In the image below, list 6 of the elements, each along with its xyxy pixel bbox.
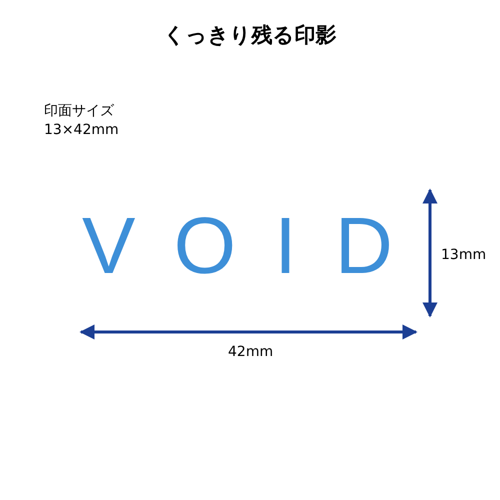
- label: 印面サイズ: [44, 102, 114, 120]
- dimension-label: 13mm: [441, 246, 486, 265]
- title: くっきり残る印影: [164, 22, 336, 49]
- dimension-label: 42mm: [228, 343, 274, 362]
- stamp-impression: VOID: [82, 200, 432, 292]
- label: 13×42mm: [44, 121, 119, 139]
